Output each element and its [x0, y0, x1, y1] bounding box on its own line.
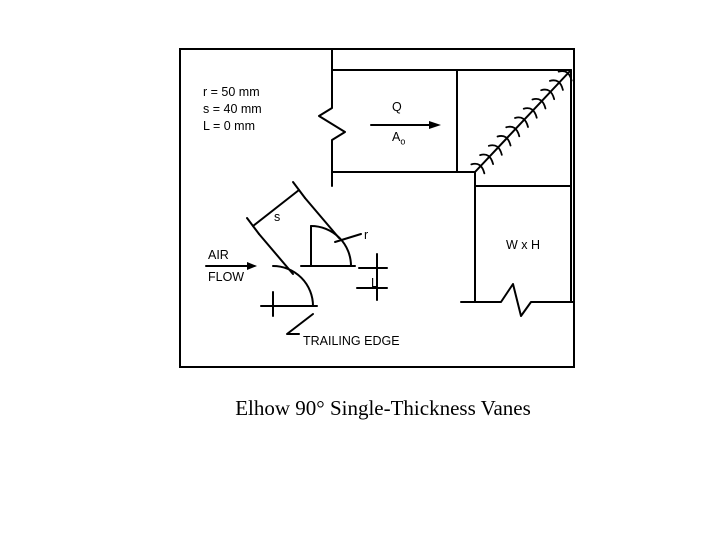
upstream-duct	[318, 49, 572, 187]
turning-vane	[549, 79, 564, 91]
turning-vane	[479, 153, 494, 165]
figure-caption: Elhow 90° Single-Thickness Vanes	[235, 396, 531, 420]
elbow-diagram	[205, 49, 575, 335]
flow-q-label: Q	[392, 100, 402, 114]
s-label: s	[274, 210, 281, 224]
duct-break-bottom	[460, 283, 575, 317]
vane-arc-lower	[272, 265, 314, 307]
air-flow-arrow	[205, 262, 257, 270]
s-dimension-line	[252, 189, 300, 227]
turning-vane	[540, 88, 556, 101]
param-l: L = 0 mm	[203, 119, 255, 133]
turning-vane	[505, 125, 521, 138]
flow-arrow	[370, 121, 441, 129]
duct-size-label: W x H	[506, 238, 541, 252]
trailing-edge-leader	[286, 313, 314, 335]
parameter-list: r = 50 mm s = 40 mm L = 0 mm	[203, 84, 262, 135]
l-label: L	[371, 276, 378, 290]
turning-vane	[531, 97, 547, 110]
diagram-frame: r = 50 mm s = 40 mm L = 0 mm Q Ao W x H …	[179, 48, 575, 368]
r-leader	[334, 233, 362, 243]
downstream-duct	[460, 69, 575, 317]
vane-arc-upper	[310, 225, 352, 267]
air-label: AIR	[208, 248, 229, 262]
area-subscript: o	[400, 136, 406, 147]
turning-vane	[487, 144, 503, 156]
param-r: r = 50 mm	[203, 85, 260, 99]
turning-vane	[557, 70, 573, 82]
r-label: r	[364, 228, 369, 242]
turning-vanes	[470, 70, 573, 175]
vane-detail	[246, 181, 388, 335]
turning-vane	[522, 107, 538, 119]
duct-break-left	[318, 49, 346, 187]
param-s: s = 40 mm	[203, 102, 262, 116]
vane-diagonal	[474, 69, 572, 173]
area-label: Ao	[392, 130, 405, 147]
trailing-edge-label: TRAILING EDGE	[303, 334, 400, 348]
flow-label: FLOW	[208, 270, 245, 284]
turning-vane	[514, 116, 529, 128]
turning-vane	[496, 135, 512, 147]
area-a-text: A	[392, 130, 401, 144]
turning-vane	[470, 162, 486, 175]
